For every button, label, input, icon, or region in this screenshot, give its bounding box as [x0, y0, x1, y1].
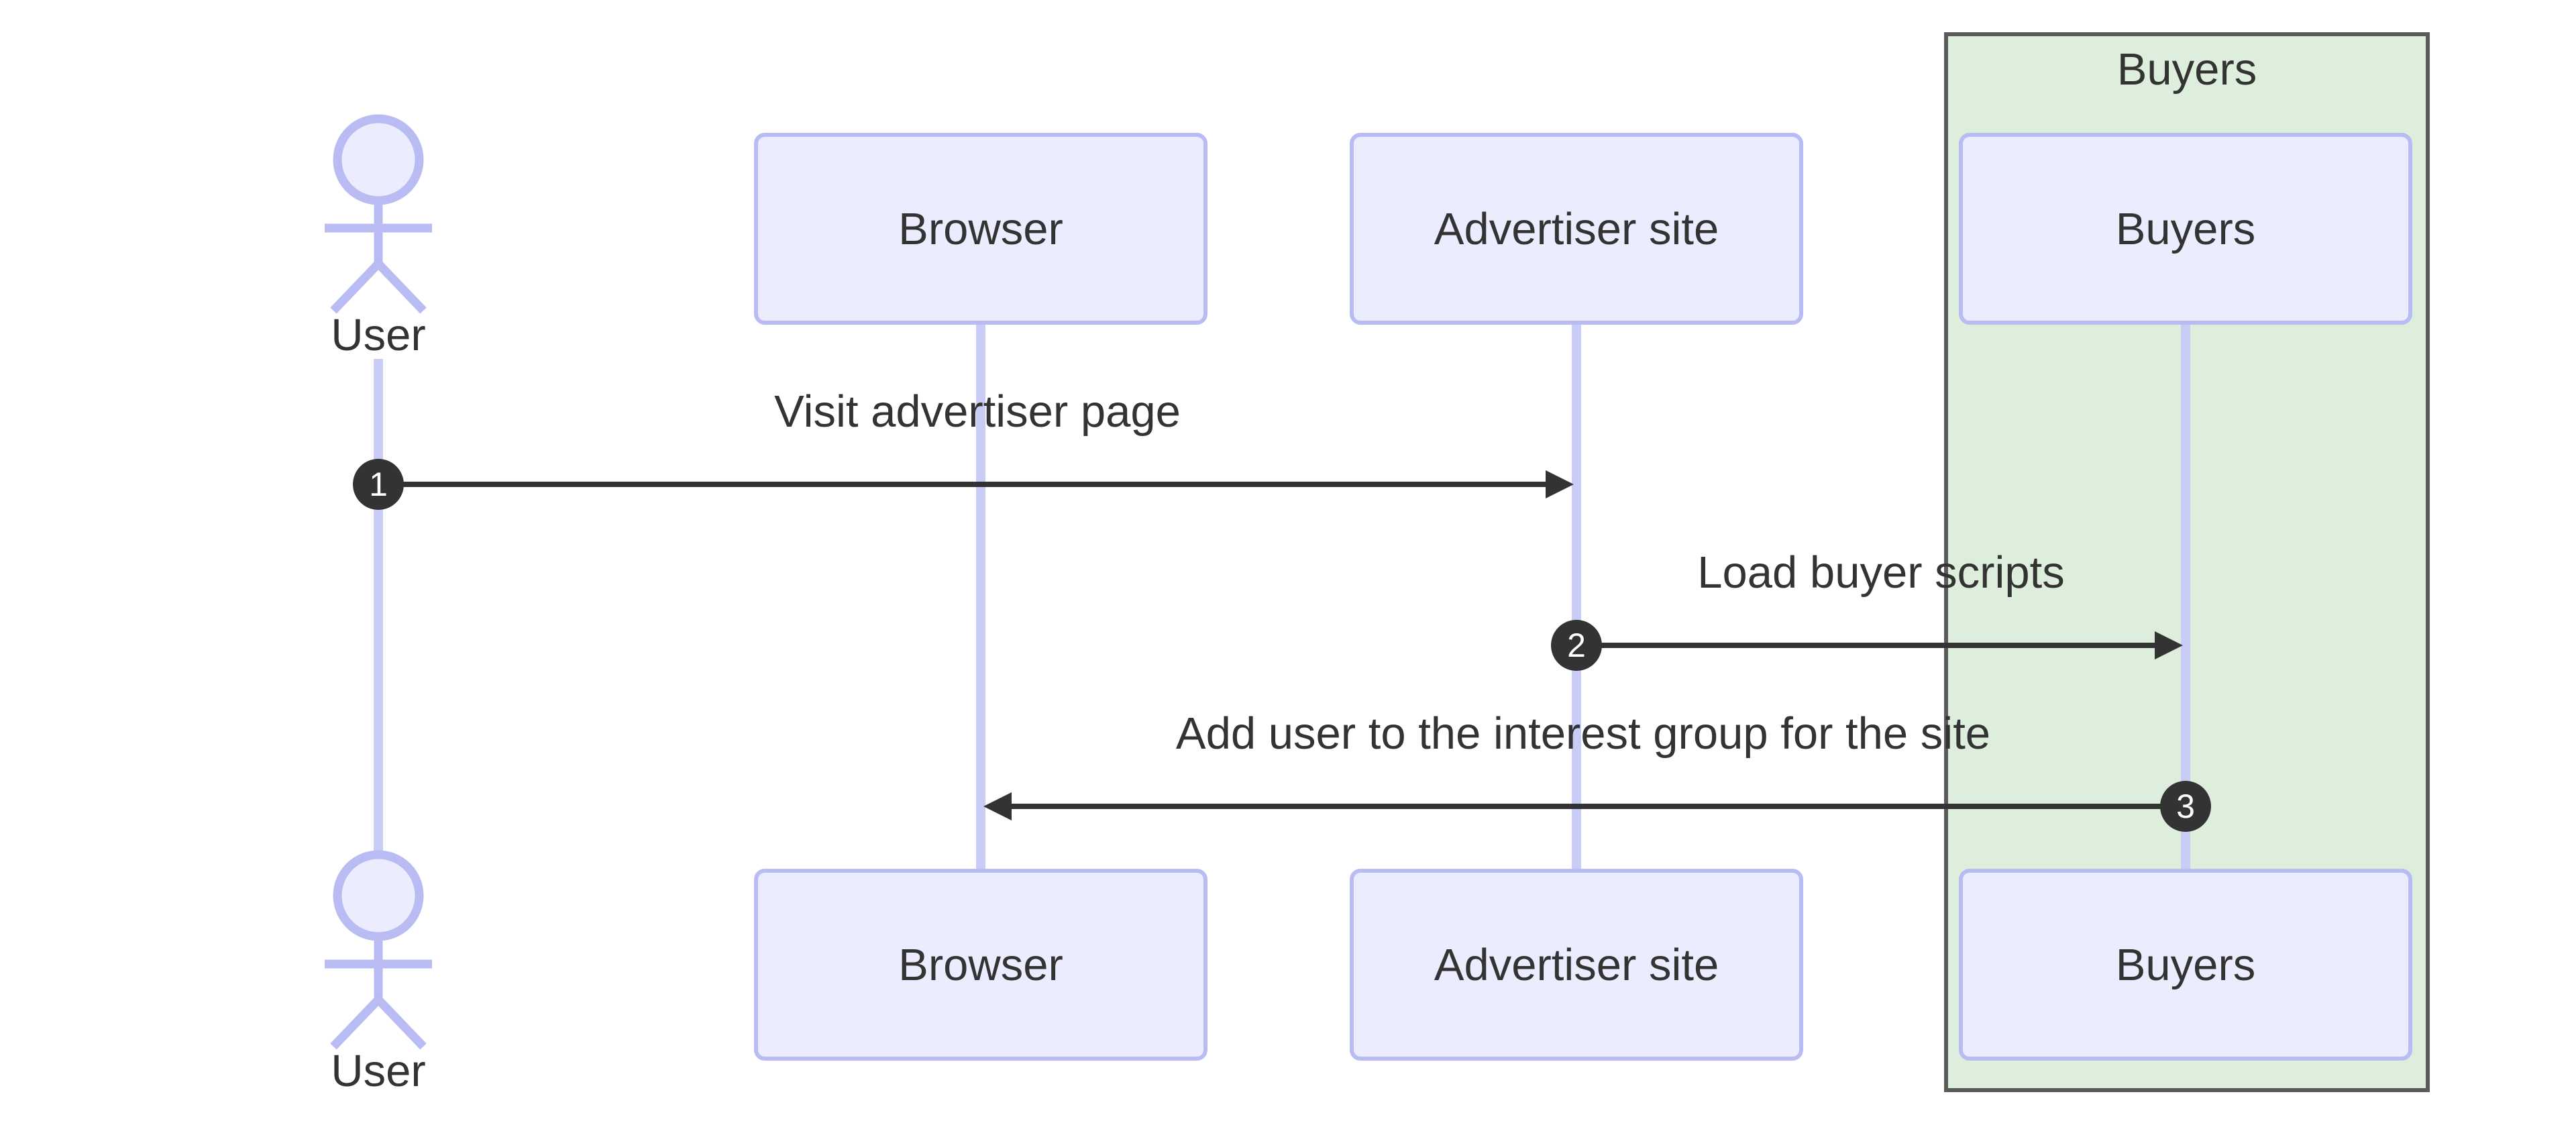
message-2-line	[1576, 643, 2157, 648]
message-3-label: Add user to the interest group for the s…	[1175, 708, 1991, 759]
participant-advertiser-top: Advertiser site	[1350, 133, 1803, 325]
sequence-number-3: 3	[2160, 781, 2211, 832]
sequence-number-1-text: 1	[369, 466, 388, 503]
lifeline-advertiser	[1572, 325, 1581, 869]
actor-label-user-top: User	[331, 310, 426, 360]
lifeline-user	[374, 359, 383, 852]
message-2-label: Load buyer scripts	[1697, 547, 2065, 598]
participant-buyers-bottom: Buyers	[1959, 869, 2412, 1061]
participant-buyers-top-label: Buyers	[2115, 203, 2256, 254]
participant-browser-bottom: Browser	[754, 869, 1208, 1061]
message-3-line	[1010, 804, 2186, 809]
message-1-arrowhead-icon	[1546, 470, 1574, 498]
message-3-arrowhead-icon	[983, 792, 1012, 820]
message-2-arrowhead-icon	[2155, 631, 2183, 659]
participant-buyers-bottom-label: Buyers	[2115, 939, 2256, 990]
buyers-group-label: Buyers	[2116, 44, 2257, 95]
participant-advertiser-bottom: Advertiser site	[1350, 869, 1803, 1061]
lifeline-buyers	[2181, 325, 2190, 869]
participant-browser-bottom-label: Browser	[898, 939, 1063, 990]
sequence-number-3-text: 3	[2176, 788, 2195, 825]
sequence-number-2-text: 2	[1567, 627, 1586, 664]
participant-advertiser-top-label: Advertiser site	[1434, 203, 1719, 254]
sequence-number-2: 2	[1551, 620, 1602, 671]
participant-advertiser-bottom-label: Advertiser site	[1434, 939, 1719, 990]
message-1-line	[378, 482, 1546, 487]
participant-browser-top-label: Browser	[898, 203, 1063, 254]
actor-label-user-bottom: User	[331, 1046, 426, 1096]
user-actor-icon	[325, 850, 432, 1050]
user-actor-icon	[325, 114, 432, 314]
participant-buyers-top: Buyers	[1959, 133, 2412, 325]
participant-browser-top: Browser	[754, 133, 1208, 325]
message-1-label: Visit advertiser page	[774, 386, 1181, 437]
lifeline-browser	[976, 325, 985, 869]
sequence-number-1: 1	[353, 459, 404, 510]
